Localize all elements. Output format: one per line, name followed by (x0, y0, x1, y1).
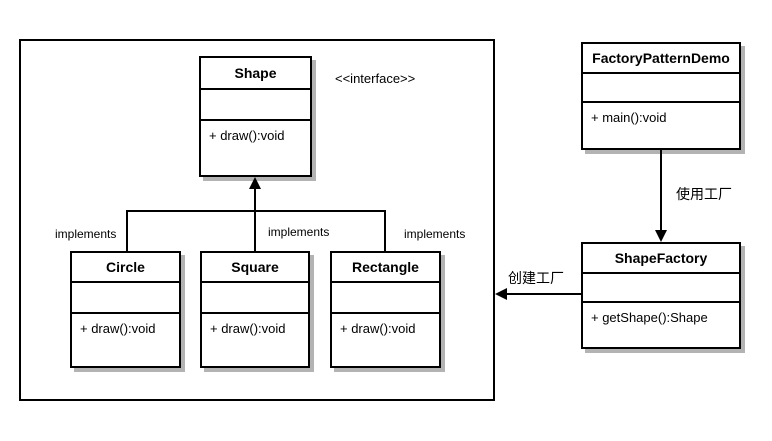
package-boundary-box (19, 39, 495, 401)
stereotype-interface-label: <<interface>> (335, 71, 416, 86)
class-name-shape-factory: ShapeFactory (583, 244, 739, 274)
class-method-shape-factory: + getShape():Shape (591, 310, 708, 325)
class-method-shape: + draw():void (209, 128, 285, 143)
implements-label-square: implements (268, 225, 330, 239)
implements-label-circle: implements (55, 227, 117, 241)
class-box-circle: Circle + draw():void (70, 251, 181, 368)
use-factory-arrowhead-icon (655, 230, 667, 242)
inheritance-bus-line (126, 210, 386, 212)
class-fields-square (202, 283, 308, 314)
class-name-shape: Shape (201, 58, 310, 90)
class-box-shape: Shape + draw():void (199, 56, 312, 177)
class-box-shape-factory: ShapeFactory + getShape():Shape (581, 242, 741, 349)
create-factory-arrowhead-icon (495, 288, 507, 300)
class-box-rectangle: Rectangle + draw():void (330, 251, 441, 368)
class-method-square: + draw():void (210, 321, 286, 336)
class-box-factory-pattern-demo: FactoryPatternDemo + main():void (581, 42, 741, 150)
inheritance-drop-rectangle-line (384, 210, 386, 251)
class-fields-circle (72, 283, 179, 314)
inheritance-arrowhead-icon (249, 177, 261, 189)
inheritance-trunk-line (254, 188, 256, 251)
class-name-square: Square (202, 253, 308, 283)
class-name-circle: Circle (72, 253, 179, 283)
use-factory-label: 使用工厂 (676, 186, 732, 202)
class-fields-rectangle (332, 283, 439, 314)
class-method-rectangle: + draw():void (340, 321, 416, 336)
create-factory-label: 创建工厂 (508, 270, 564, 286)
implements-label-rectangle: implements (404, 227, 466, 241)
create-factory-line (506, 293, 581, 295)
use-factory-line (660, 150, 662, 231)
class-method-factory-pattern-demo: + main():void (591, 110, 667, 125)
inheritance-drop-circle-line (126, 210, 128, 251)
class-name-rectangle: Rectangle (332, 253, 439, 283)
class-box-square: Square + draw():void (200, 251, 310, 368)
class-name-factory-pattern-demo: FactoryPatternDemo (583, 44, 739, 74)
class-fields-shape (201, 90, 310, 121)
class-fields-shape-factory (583, 274, 739, 303)
class-fields-factory-pattern-demo (583, 74, 739, 103)
class-method-circle: + draw():void (80, 321, 156, 336)
